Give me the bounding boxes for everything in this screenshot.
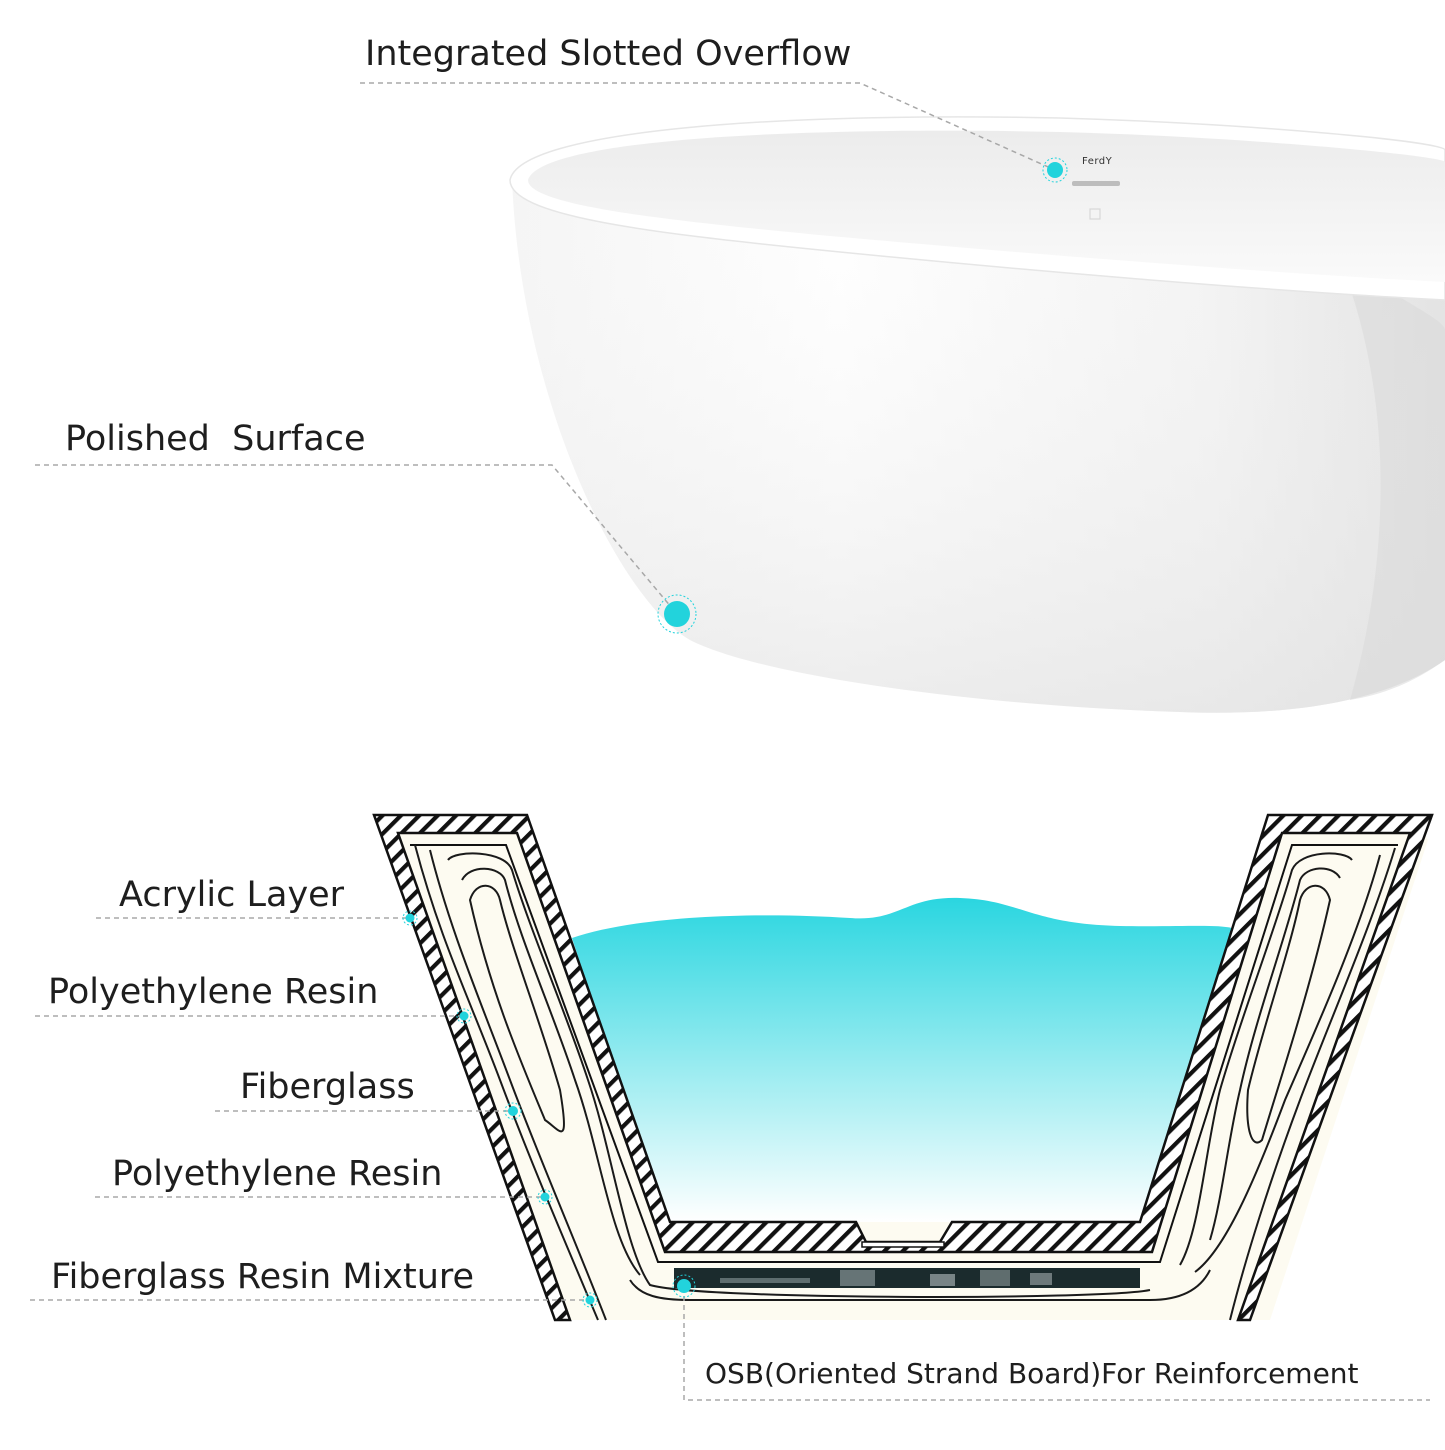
tub-inner-basin [528,130,1445,282]
osb-board [674,1268,1140,1288]
callout-dot-icon [504,1102,522,1120]
label-integrated-slotted-overflow: Integrated Slotted Overflow [365,34,852,74]
water-fill [572,897,1232,1222]
tub-label-mark [1089,208,1101,220]
callout-markers [402,157,1068,1308]
drain-icon [861,1241,945,1248]
label-polished-surface: Polished Surface [65,419,366,459]
leader-lines [30,82,1430,1401]
label-polyethylene-resin-1: Polyethylene Resin [48,972,379,1012]
brand-logo: FerdY [1082,156,1113,167]
callout-dot-icon [1042,157,1068,183]
callout-dot-icon [672,1274,696,1298]
label-osb-reinforcement: OSB(Oriented Strand Board)For Reinforcem… [705,1357,1359,1390]
label-fiberglass-resin-mixture: Fiberglass Resin Mixture [51,1257,475,1297]
label-polyethylene-resin-2: Polyethylene Resin [112,1154,443,1194]
right-wall-layers [1179,847,1396,1321]
callout-dot-icon [537,1189,553,1205]
outer-shell-hatch [372,813,1434,1322]
bathtub-illustration [509,116,1445,713]
overflow-slot-icon [1072,181,1120,186]
cross-section [372,813,1434,1322]
callout-dot-icon [402,910,418,926]
callout-dot-icon [582,1292,598,1308]
label-acrylic-layer: Acrylic Layer [119,875,345,915]
callout-dot-icon [456,1008,472,1024]
callout-dot-icon [657,594,697,634]
label-fiberglass: Fiberglass [240,1067,415,1107]
left-wall-layers [414,844,1151,1321]
